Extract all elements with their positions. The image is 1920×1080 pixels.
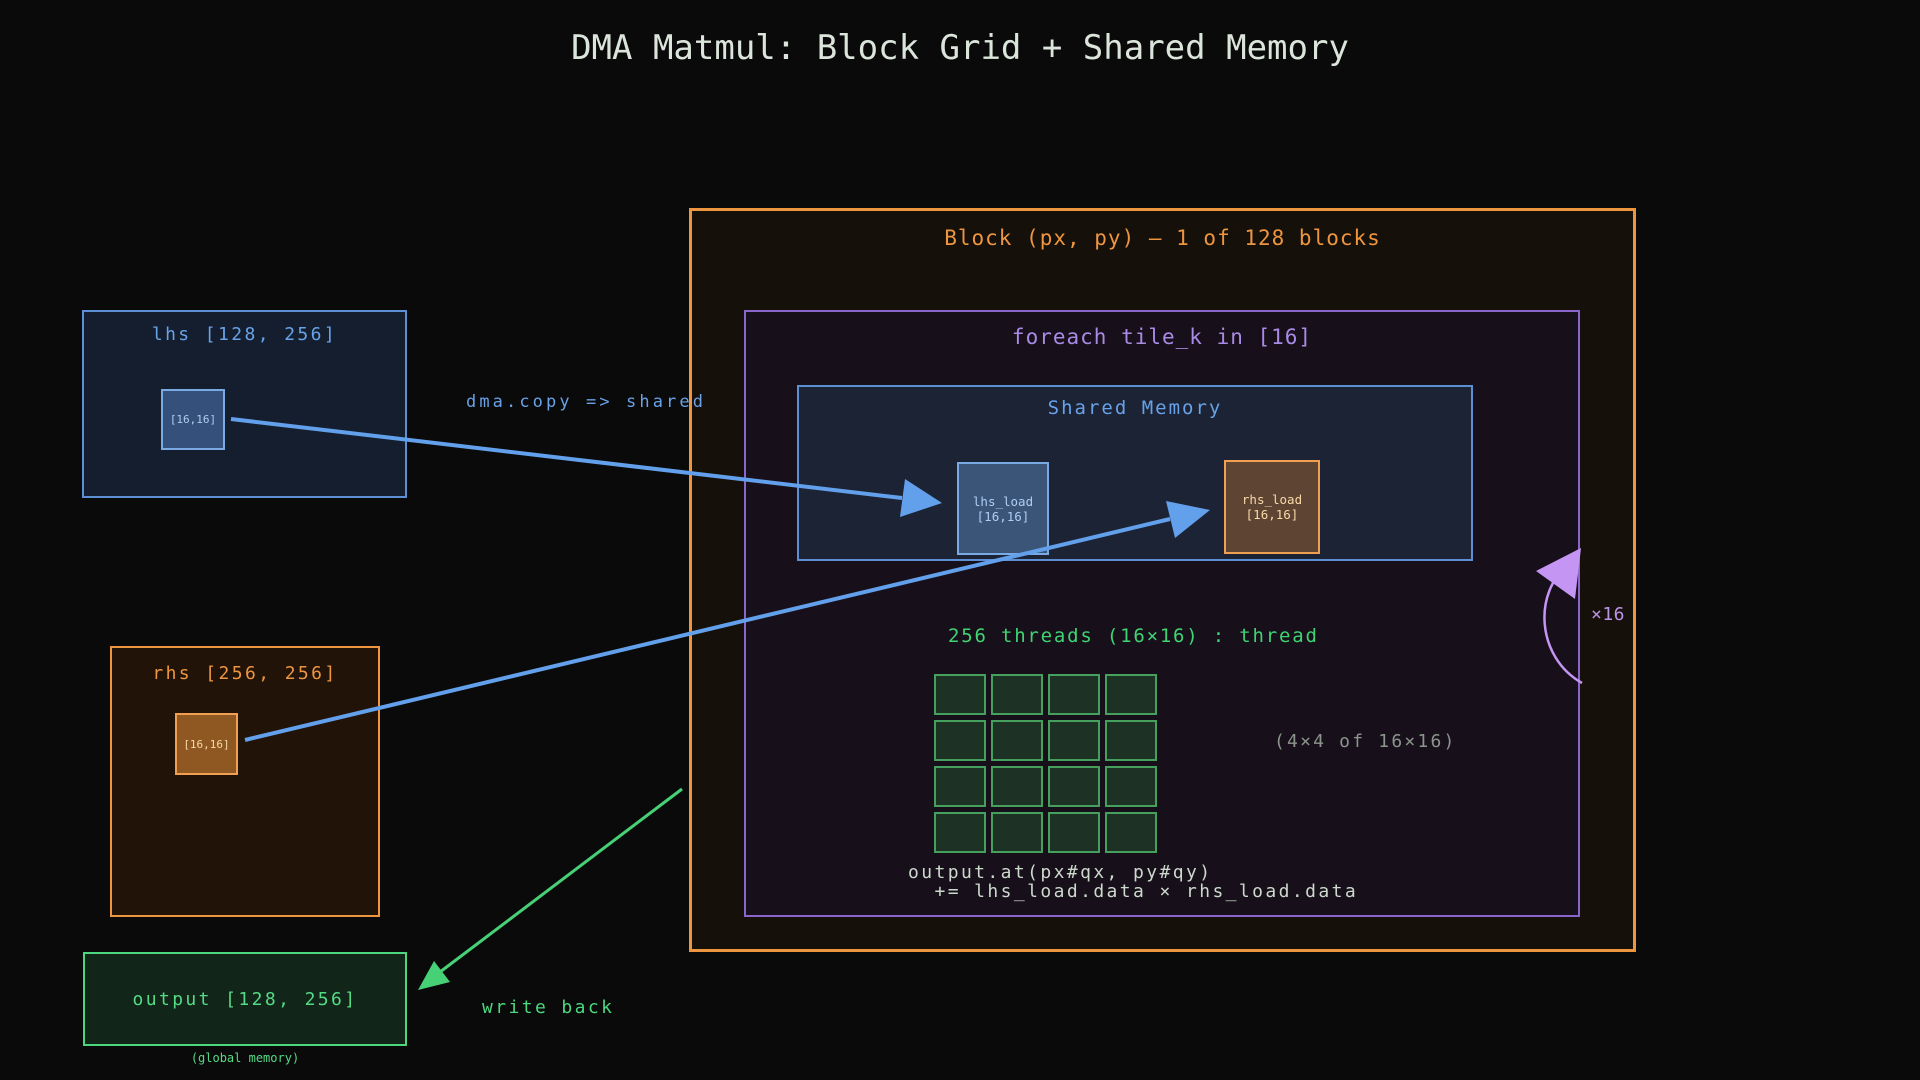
rhs-tile-box: [16,16] xyxy=(175,713,238,775)
thread-cell xyxy=(991,674,1043,715)
write-back-arrow xyxy=(418,787,683,990)
rhs-tile-label: [16,16] xyxy=(183,737,230,751)
write-back-label: write back xyxy=(482,997,615,1018)
shared-memory-title: Shared Memory xyxy=(1047,397,1223,419)
output-tensor-label: output [128, 256] xyxy=(132,988,358,1010)
thread-grid xyxy=(934,674,1157,853)
output-tensor-box: output [128, 256] xyxy=(83,952,407,1046)
lhs-tensor-label: lhs [128, 256] xyxy=(151,324,338,345)
lhs-tile-box: [16,16] xyxy=(161,389,225,450)
thread-cell xyxy=(991,812,1043,853)
lhs-load-name: lhs_load xyxy=(972,493,1034,509)
block-title: Block (px, py) — 1 of 128 blocks xyxy=(944,226,1381,250)
thread-cell xyxy=(934,720,986,761)
lhs-tensor-box: lhs [128, 256] [16,16] xyxy=(82,310,407,498)
thread-cell xyxy=(1105,720,1157,761)
thread-cell xyxy=(934,766,986,807)
rhs-load-shape: [16,16] xyxy=(1245,507,1299,522)
page-title: DMA Matmul: Block Grid + Shared Memory xyxy=(571,28,1349,68)
thread-grid-note: (4×4 of 16×16) xyxy=(1274,731,1457,752)
thread-cell xyxy=(1048,674,1100,715)
dma-copy-label: dma.copy => shared xyxy=(466,392,707,412)
rhs-tensor-box: rhs [256, 256] [16,16] xyxy=(110,646,380,917)
thread-cell xyxy=(934,674,986,715)
thread-cell xyxy=(1048,720,1100,761)
thread-cell xyxy=(991,720,1043,761)
rhs-tensor-label: rhs [256, 256] xyxy=(152,663,338,684)
rhs-load-box: rhs_load [16,16] xyxy=(1224,460,1320,554)
rhs-load-name: rhs_load xyxy=(1241,492,1303,507)
lhs-load-shape: [16,16] xyxy=(976,508,1030,524)
thread-cell xyxy=(1105,674,1157,715)
threads-title: 256 threads (16×16) : thread xyxy=(948,625,1319,647)
thread-cell xyxy=(1105,766,1157,807)
lhs-tile-label: [16,16] xyxy=(169,413,217,426)
thread-cell xyxy=(1048,812,1100,853)
thread-cell xyxy=(1105,812,1157,853)
shared-memory-box: Shared Memory lhs_load [16,16] rhs_load … xyxy=(797,385,1473,561)
accumulate-code: output.at(px#qx, py#qy) += lhs_load.data… xyxy=(908,862,1359,902)
thread-cell xyxy=(934,812,986,853)
foreach-loop-title: foreach tile_k in [16] xyxy=(1011,325,1313,349)
loop-count-label: ×16 xyxy=(1591,604,1626,625)
thread-cell xyxy=(991,766,1043,807)
thread-cell xyxy=(1048,766,1100,807)
lhs-load-box: lhs_load [16,16] xyxy=(957,462,1049,555)
global-memory-note: (global memory) xyxy=(190,1051,300,1065)
